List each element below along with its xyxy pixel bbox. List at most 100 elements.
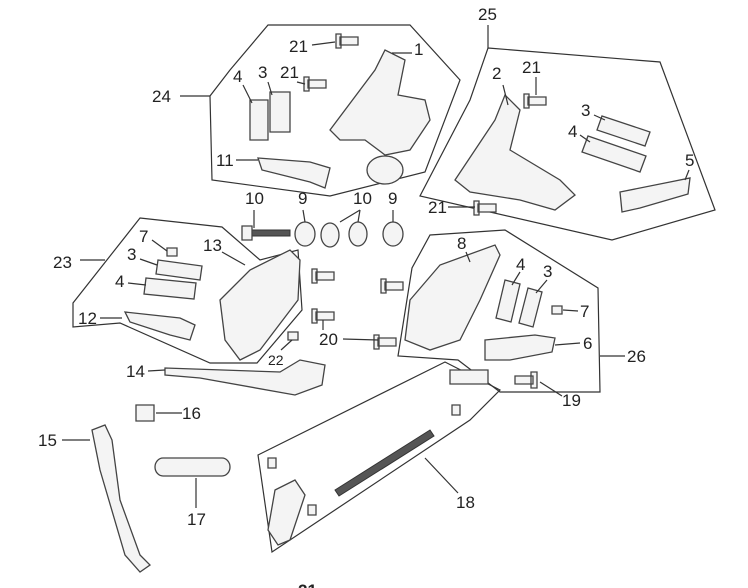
label-card-3b	[596, 115, 651, 147]
label-24: 24	[152, 87, 171, 106]
leader-lines	[62, 25, 690, 508]
bolt-20a	[311, 268, 335, 284]
group-23-outline	[72, 217, 303, 364]
leader-l8	[465, 251, 471, 263]
leader-l14	[147, 369, 166, 372]
label-18: 18	[456, 493, 475, 512]
label-21: 21	[522, 58, 541, 77]
leader-l21a	[311, 41, 336, 46]
bolt-21a	[335, 33, 359, 49]
bracket-1	[329, 49, 431, 156]
leader-l18	[424, 457, 459, 494]
label-25: 25	[478, 5, 497, 24]
label-9: 9	[388, 189, 397, 208]
bracket-13	[219, 249, 301, 361]
footpeg-11	[257, 157, 331, 189]
label-2: 2	[492, 64, 501, 83]
bolt-20b	[311, 308, 335, 324]
bushing-10a	[320, 222, 340, 248]
bolt-21c	[523, 93, 547, 109]
label-14: 14	[126, 362, 145, 381]
label-17: 17	[187, 510, 206, 529]
bushing-10b	[348, 221, 368, 247]
leader-l7b	[562, 309, 579, 312]
leader-l3b	[593, 114, 606, 121]
clip-7b	[551, 305, 563, 315]
group-25-outline	[419, 47, 716, 241]
footpeg-12	[123, 311, 196, 341]
label-7: 7	[580, 302, 589, 321]
group-outlines	[72, 24, 716, 554]
label-19: 19	[562, 391, 581, 410]
footpeg-5	[619, 177, 691, 213]
label-12: 12	[78, 309, 97, 328]
clip-7a	[166, 247, 178, 257]
bracket-1-boss	[366, 155, 404, 185]
label-23: 23	[53, 253, 72, 272]
label-7: 7	[139, 227, 148, 246]
label-21: 21	[280, 63, 299, 82]
bolt-10-head	[241, 225, 253, 241]
label-card-3a	[269, 91, 291, 133]
label-4: 4	[516, 255, 525, 274]
label-card-4a	[249, 99, 269, 141]
leader-l9a	[302, 209, 306, 223]
bolt-10	[249, 229, 291, 237]
bracket-2	[454, 93, 576, 211]
spacer-9a	[294, 221, 316, 247]
label-card-4d	[495, 279, 521, 323]
small-nuts	[267, 404, 461, 516]
leader-l7a	[151, 239, 168, 252]
label-5: 5	[685, 151, 694, 170]
label-21: 21	[428, 198, 447, 217]
label-11: 11	[216, 151, 234, 170]
label-card-4c	[143, 277, 197, 300]
parts	[91, 33, 691, 573]
leader-l19	[539, 381, 563, 397]
label-20: 20	[319, 330, 338, 349]
leader-l3a	[267, 81, 273, 96]
label-4: 4	[115, 272, 124, 291]
label-3: 3	[543, 262, 552, 281]
label-1: 1	[414, 40, 423, 59]
leader-l10b	[339, 209, 361, 223]
label-13: 13	[203, 236, 222, 255]
bolt-20c	[380, 278, 404, 294]
shift-rod	[334, 429, 435, 497]
label-6: 6	[583, 334, 592, 353]
bolt-21b	[303, 76, 327, 92]
leader-l20	[342, 338, 379, 341]
bracket-8	[404, 244, 501, 351]
label-15: 15	[38, 431, 57, 450]
footpeg-6	[484, 334, 556, 361]
leader-l13	[221, 251, 246, 266]
label-21: 21	[298, 581, 317, 588]
washer-9b	[382, 221, 404, 247]
leader-l4c	[127, 282, 147, 286]
leader-l10b-second	[357, 209, 361, 223]
label-4: 4	[568, 122, 577, 141]
leader-l3c	[139, 258, 158, 266]
leader-l21b	[296, 81, 306, 85]
leader-l5	[684, 169, 690, 181]
stand-bolt-16	[135, 404, 155, 422]
label-16: 16	[182, 404, 201, 423]
label-10: 10	[353, 189, 372, 208]
group-26-outline	[397, 229, 601, 393]
label-26: 26	[627, 347, 646, 366]
group-24-outline	[209, 24, 461, 197]
leader-l4d	[511, 271, 521, 286]
leader-l2	[502, 84, 509, 106]
spring-17	[154, 457, 231, 477]
leader-l3d	[535, 279, 548, 294]
label-8: 8	[457, 234, 466, 253]
shift-lever-end	[449, 369, 489, 385]
label-card-3d	[518, 287, 543, 328]
label-3: 3	[581, 101, 590, 120]
label-22: 22	[268, 352, 284, 368]
leader-l6	[554, 342, 581, 346]
nut-22	[287, 331, 299, 341]
label-10: 10	[245, 189, 264, 208]
